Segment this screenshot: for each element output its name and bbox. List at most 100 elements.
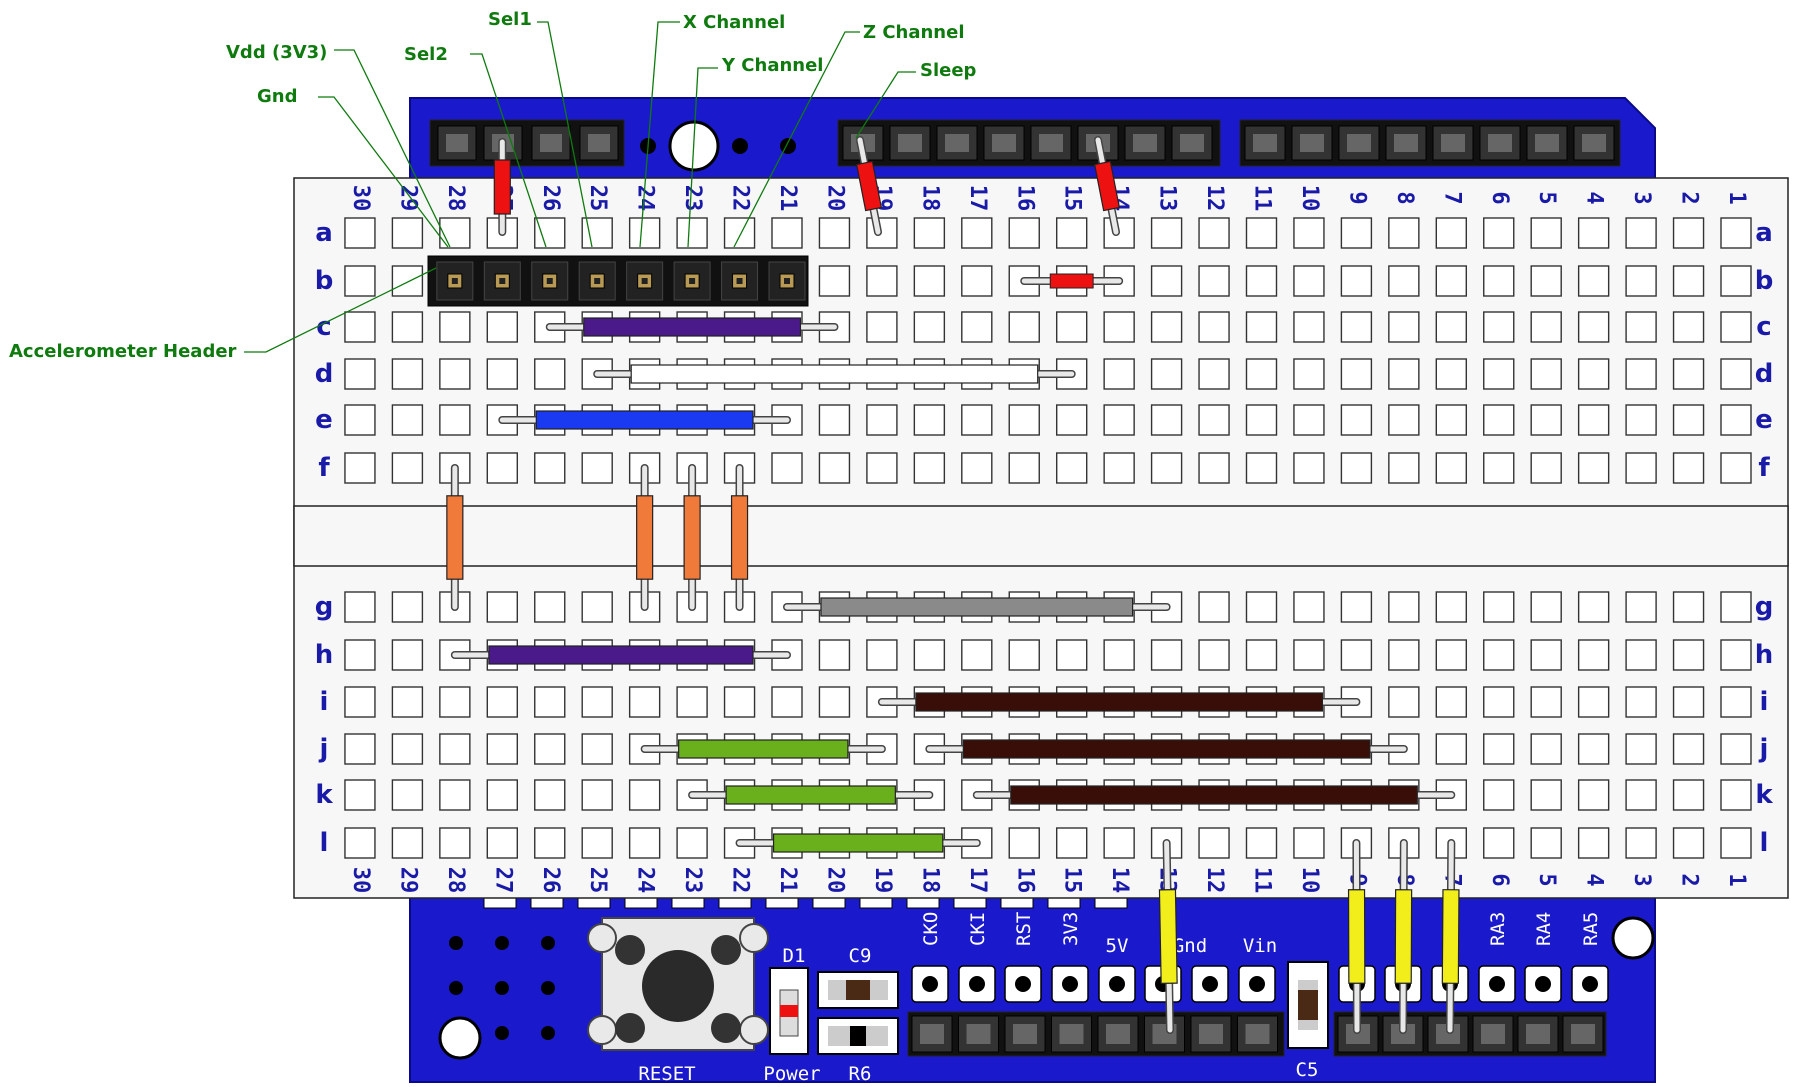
wires <box>450 317 1456 853</box>
breadboard-hole <box>1672 591 1705 623</box>
breadboard-hole <box>1435 311 1468 343</box>
breadboard-hole <box>1340 404 1373 436</box>
breadboard-hole <box>486 686 518 718</box>
c5-label: C5 <box>1296 1059 1319 1081</box>
breadboard-hole <box>1625 358 1657 390</box>
breadboard-hole <box>913 452 946 484</box>
column-number: 10 <box>1297 867 1322 894</box>
column-number: 16 <box>1012 867 1037 894</box>
jumper-wire-e <box>498 410 791 430</box>
jumper-wire-j <box>925 739 1408 759</box>
breadboard-hole <box>818 404 851 436</box>
breadboard-hole <box>1150 639 1183 671</box>
row-letter: d <box>1755 359 1774 389</box>
breadboard-hole <box>391 311 424 343</box>
breadboard-hole <box>1293 591 1325 623</box>
breadboard-hole <box>1293 452 1325 484</box>
yellow-jumper <box>1158 839 1178 1034</box>
breadboard-hole <box>1388 358 1420 390</box>
jumper-wire-d <box>593 364 1076 384</box>
breadboard-hole <box>1198 358 1230 390</box>
breadboard-hole <box>1483 639 1515 671</box>
breadboard-hole <box>439 779 471 811</box>
via <box>780 138 796 154</box>
column-number: 2 <box>1677 191 1702 204</box>
breadboard-hole <box>344 591 376 623</box>
column-number: 19 <box>870 867 895 894</box>
breadboard-hole <box>1577 265 1610 297</box>
breadboard-hole <box>1720 265 1752 297</box>
breadboard-hole <box>866 265 898 297</box>
breadboard-hole <box>1293 827 1325 859</box>
breadboard-hole <box>1577 686 1610 718</box>
column-number: 15 <box>1060 867 1085 894</box>
pin-label-v5: 5V <box>1106 935 1129 957</box>
breadboard-hole <box>1720 639 1752 671</box>
reset-button[interactable] <box>587 917 769 1051</box>
breadboard-hole <box>866 217 898 249</box>
breadboard-hole <box>1577 779 1610 811</box>
breadboard-hole <box>1483 686 1515 718</box>
breadboard-hole <box>391 733 424 765</box>
breadboard-hole <box>676 827 708 859</box>
breadboard-hole <box>1577 591 1610 623</box>
column-number: 18 <box>917 185 942 212</box>
jumper-wire-j <box>640 739 886 759</box>
breadboard-hole <box>628 779 661 811</box>
breadboard-hole <box>1103 311 1135 343</box>
breadboard-hole <box>771 686 803 718</box>
breadboard-hole <box>1672 404 1705 436</box>
breadboard-hole <box>391 639 424 671</box>
yellow-jumper <box>1347 839 1366 1034</box>
column-number: 6 <box>1487 191 1512 204</box>
breadboard-hole <box>723 217 756 249</box>
accelerometer-header <box>427 255 809 307</box>
breadboard-hole <box>1577 452 1610 484</box>
breadboard-hole <box>1625 452 1657 484</box>
breadboard-hole <box>344 311 376 343</box>
breadboard-hole <box>391 779 424 811</box>
power-led <box>769 967 809 1055</box>
pin-label-cki: CKI <box>967 912 989 946</box>
column-number: 11 <box>1250 867 1275 894</box>
breadboard-hole <box>1008 827 1040 859</box>
breadboard-hole <box>961 404 993 436</box>
breadboard-hole <box>1720 591 1752 623</box>
power-label: Power <box>763 1063 820 1085</box>
breadboard-hole <box>771 217 803 249</box>
breadboard-hole <box>1340 265 1373 297</box>
breadboard-hole <box>1198 311 1230 343</box>
breadboard-hole <box>1055 404 1088 436</box>
breadboard-hole <box>1055 217 1088 249</box>
breadboard-hole <box>1340 452 1373 484</box>
breadboard-hole <box>1150 358 1183 390</box>
breadboard-hole <box>1055 452 1088 484</box>
column-number: 30 <box>348 185 373 212</box>
breadboard-hole <box>581 686 613 718</box>
breadboard-hole <box>581 827 613 859</box>
breadboard-hole <box>1625 404 1657 436</box>
breadboard-hole <box>1008 311 1040 343</box>
breadboard-hole <box>1720 358 1752 390</box>
pin-label-ra5: RA5 <box>1580 912 1602 946</box>
breadboard-hole <box>961 311 993 343</box>
breadboard-hole <box>486 779 518 811</box>
breadboard-hole <box>1198 452 1230 484</box>
via <box>732 138 748 154</box>
column-number: 17 <box>965 185 990 212</box>
breadboard-hole <box>1720 311 1752 343</box>
breadboard-hole <box>1625 591 1657 623</box>
breadboard-hole <box>1103 639 1135 671</box>
breadboard-hole <box>1150 217 1183 249</box>
breadboard-hole <box>1625 733 1657 765</box>
breadboard-hole <box>439 311 471 343</box>
r6-label: R6 <box>849 1063 872 1085</box>
breadboard-hole <box>1340 217 1373 249</box>
row-letter: a <box>315 218 333 248</box>
breadboard-hole <box>1530 639 1562 671</box>
breadboard-hole <box>534 779 566 811</box>
orange-jumper <box>636 464 654 611</box>
pin-label-cko: CKO <box>920 912 942 946</box>
breadboard-hole <box>391 265 424 297</box>
